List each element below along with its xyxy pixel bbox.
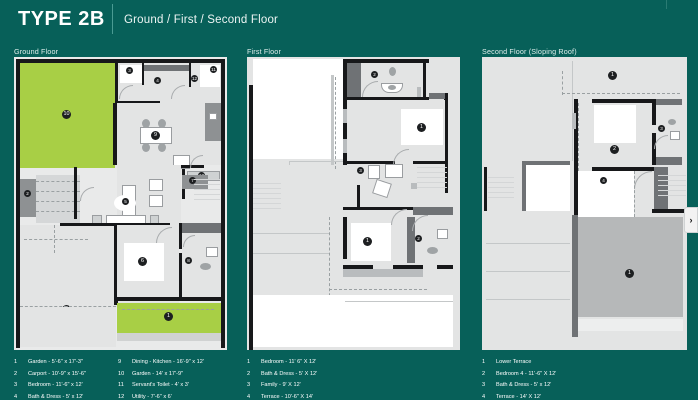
marker-1: 1 — [164, 312, 173, 321]
legend-item: 3 Bath & Dress - 5' x 12' — [482, 382, 602, 394]
marker-2b-first: 2 — [415, 235, 422, 242]
header-divider — [112, 4, 113, 34]
legend-ground-column-2: 9 Dining - Kitchen - 16'-9" x 12' 10 Gar… — [118, 359, 228, 400]
legend-text: Utility - 7'-6" x 6' — [132, 393, 172, 400]
legend-item: 11 Servant's Toilet - 4' x 3' — [118, 382, 228, 394]
ground-floor-plan[interactable]: 10 3 4 11 12 9 12 5 2 2 — [14, 57, 227, 350]
legend-number: 4 — [482, 393, 486, 400]
legend-text: Bath & Dress - 5' x 12' — [496, 382, 552, 388]
second-floor-plan[interactable]: 1 2 3 4 1 — [482, 57, 687, 350]
legend-item: 1 Bedroom - 11' 6" X 12' — [247, 359, 362, 371]
legend-item: 2 Bedroom 4 - 11'-6" X 12' — [482, 371, 602, 383]
legend-text: Garden - 5'-6" x 17'-3" — [28, 359, 83, 365]
legend-number: 1 — [247, 359, 251, 365]
page-header: TYPE 2B Ground / First / Second Floor — [0, 0, 698, 40]
legend-text: Bath & Dress - 5' X 12' — [261, 370, 318, 377]
legend-text: Terrace - 10'-6" X 14' — [261, 393, 314, 400]
marker-1-first: 1 — [417, 123, 426, 132]
legend-number: 3 — [482, 382, 486, 388]
legend-number: 12 — [118, 393, 125, 400]
legend-item: 12 Utility - 7'-6" x 6' — [118, 394, 228, 400]
legend-second-column-1: 1 Lower Terrace 2 Bedroom 4 - 11'-6" X 1… — [482, 359, 602, 400]
legend-text: Bath & Dress - 5' x 12' — [28, 393, 84, 400]
legend-number: 11 — [118, 382, 124, 388]
marker-11: 11 — [210, 66, 217, 73]
legend-text: Servant's Toilet - 4' x 3' — [132, 382, 189, 388]
legend-item: 4 Bath & Dress - 5' x 12' — [14, 394, 114, 400]
legend-number: 3 — [14, 382, 18, 388]
marker-4: 4 — [154, 77, 161, 84]
legend-number: 1 — [14, 359, 18, 365]
marker-2: 2 — [24, 190, 31, 197]
marker-12: 12 — [191, 75, 198, 82]
legend-text: Dining - Kitchen - 16'-9" x 12' — [132, 359, 204, 365]
legend-number: 10 — [118, 370, 125, 377]
legend-item: 3 Family - 9' X 12' — [247, 382, 362, 394]
legend-text: Lower Terrace — [496, 359, 532, 365]
legend-text: Bedroom 4 - 11'-6" X 12' — [496, 370, 557, 377]
marker-10: 10 — [62, 110, 71, 119]
ground-floor-label: Ground Floor — [14, 47, 59, 56]
legend-first-column-1: 1 Bedroom - 11' 6" X 12' 2 Bath & Dress … — [247, 359, 362, 400]
marker-1b-second: 1 — [625, 269, 634, 278]
first-floor-plan[interactable]: 2 1 4 3 1 2 — [247, 57, 460, 350]
next-arrow-icon[interactable]: › — [684, 207, 698, 233]
second-floor-label: Second Floor (Sloping Roof) — [482, 47, 577, 56]
legend-number: 9 — [118, 359, 122, 365]
marker-2-first: 2 — [371, 71, 378, 78]
legend-item: 3 Bedroom - 11'-6" x 12' — [14, 382, 114, 394]
legend-text: Carport - 10'-9" x 15'-6" — [28, 370, 87, 377]
legend-number: 1 — [482, 359, 486, 365]
legend-number: 3 — [247, 382, 251, 388]
marker-8: 8 — [185, 257, 192, 264]
legend-text: Bedroom - 11' 6" X 12' — [261, 359, 317, 365]
marker-2-second: 2 — [610, 145, 619, 154]
legend-text: Family - 9' X 12' — [261, 382, 301, 388]
marker-3-first: 3 — [357, 167, 364, 174]
legend-text: Garden - 14' x 17'-9" — [132, 370, 184, 377]
legend-item: 1 Garden - 5'-6" x 17'-3" — [14, 359, 114, 371]
marker-1-second: 1 — [608, 71, 617, 80]
legend-item: 2 Bath & Dress - 5' X 12' — [247, 371, 362, 383]
page-title: TYPE 2B — [18, 8, 105, 30]
legend-number: 4 — [247, 393, 251, 400]
legend-text: Terrace - 14' X 12' — [496, 393, 542, 400]
legend-ground-column-1: 1 Garden - 5'-6" x 17'-3" 2 Carport - 10… — [14, 359, 114, 400]
marker-4-second: 4 — [600, 177, 607, 184]
legend-number: 2 — [14, 370, 18, 377]
legend-item: 9 Dining - Kitchen - 16'-9" x 12' — [118, 359, 228, 371]
legend-item: 1 Lower Terrace — [482, 359, 602, 371]
marker-3-second: 3 — [658, 125, 665, 132]
legend-number: 4 — [14, 393, 18, 400]
marker-6: 6 — [138, 257, 147, 266]
marker-7: 7 — [189, 177, 196, 184]
lower-terrace-area — [578, 217, 683, 317]
legend-item: 4 Terrace - 10'-6" X 14' — [247, 394, 362, 400]
legend-item: 10 Garden - 14' x 17'-9" — [118, 371, 228, 383]
marker-5: 5 — [122, 198, 129, 205]
legend-item: 2 Carport - 10'-9" x 15'-6" — [14, 371, 114, 383]
page-subtitle: Ground / First / Second Floor — [124, 14, 279, 26]
header-tick-mark — [666, 0, 667, 9]
legend-item: 4 Terrace - 14' X 12' — [482, 394, 602, 400]
marker-3: 3 — [126, 67, 133, 74]
legend-text: Bedroom - 11'-6" x 12' — [28, 382, 83, 388]
legend-number: 2 — [247, 370, 251, 377]
legend-number: 2 — [482, 370, 486, 377]
first-floor-label: First Floor — [247, 47, 281, 56]
marker-9: 9 — [151, 131, 160, 140]
marker-1b-first: 1 — [363, 237, 372, 246]
